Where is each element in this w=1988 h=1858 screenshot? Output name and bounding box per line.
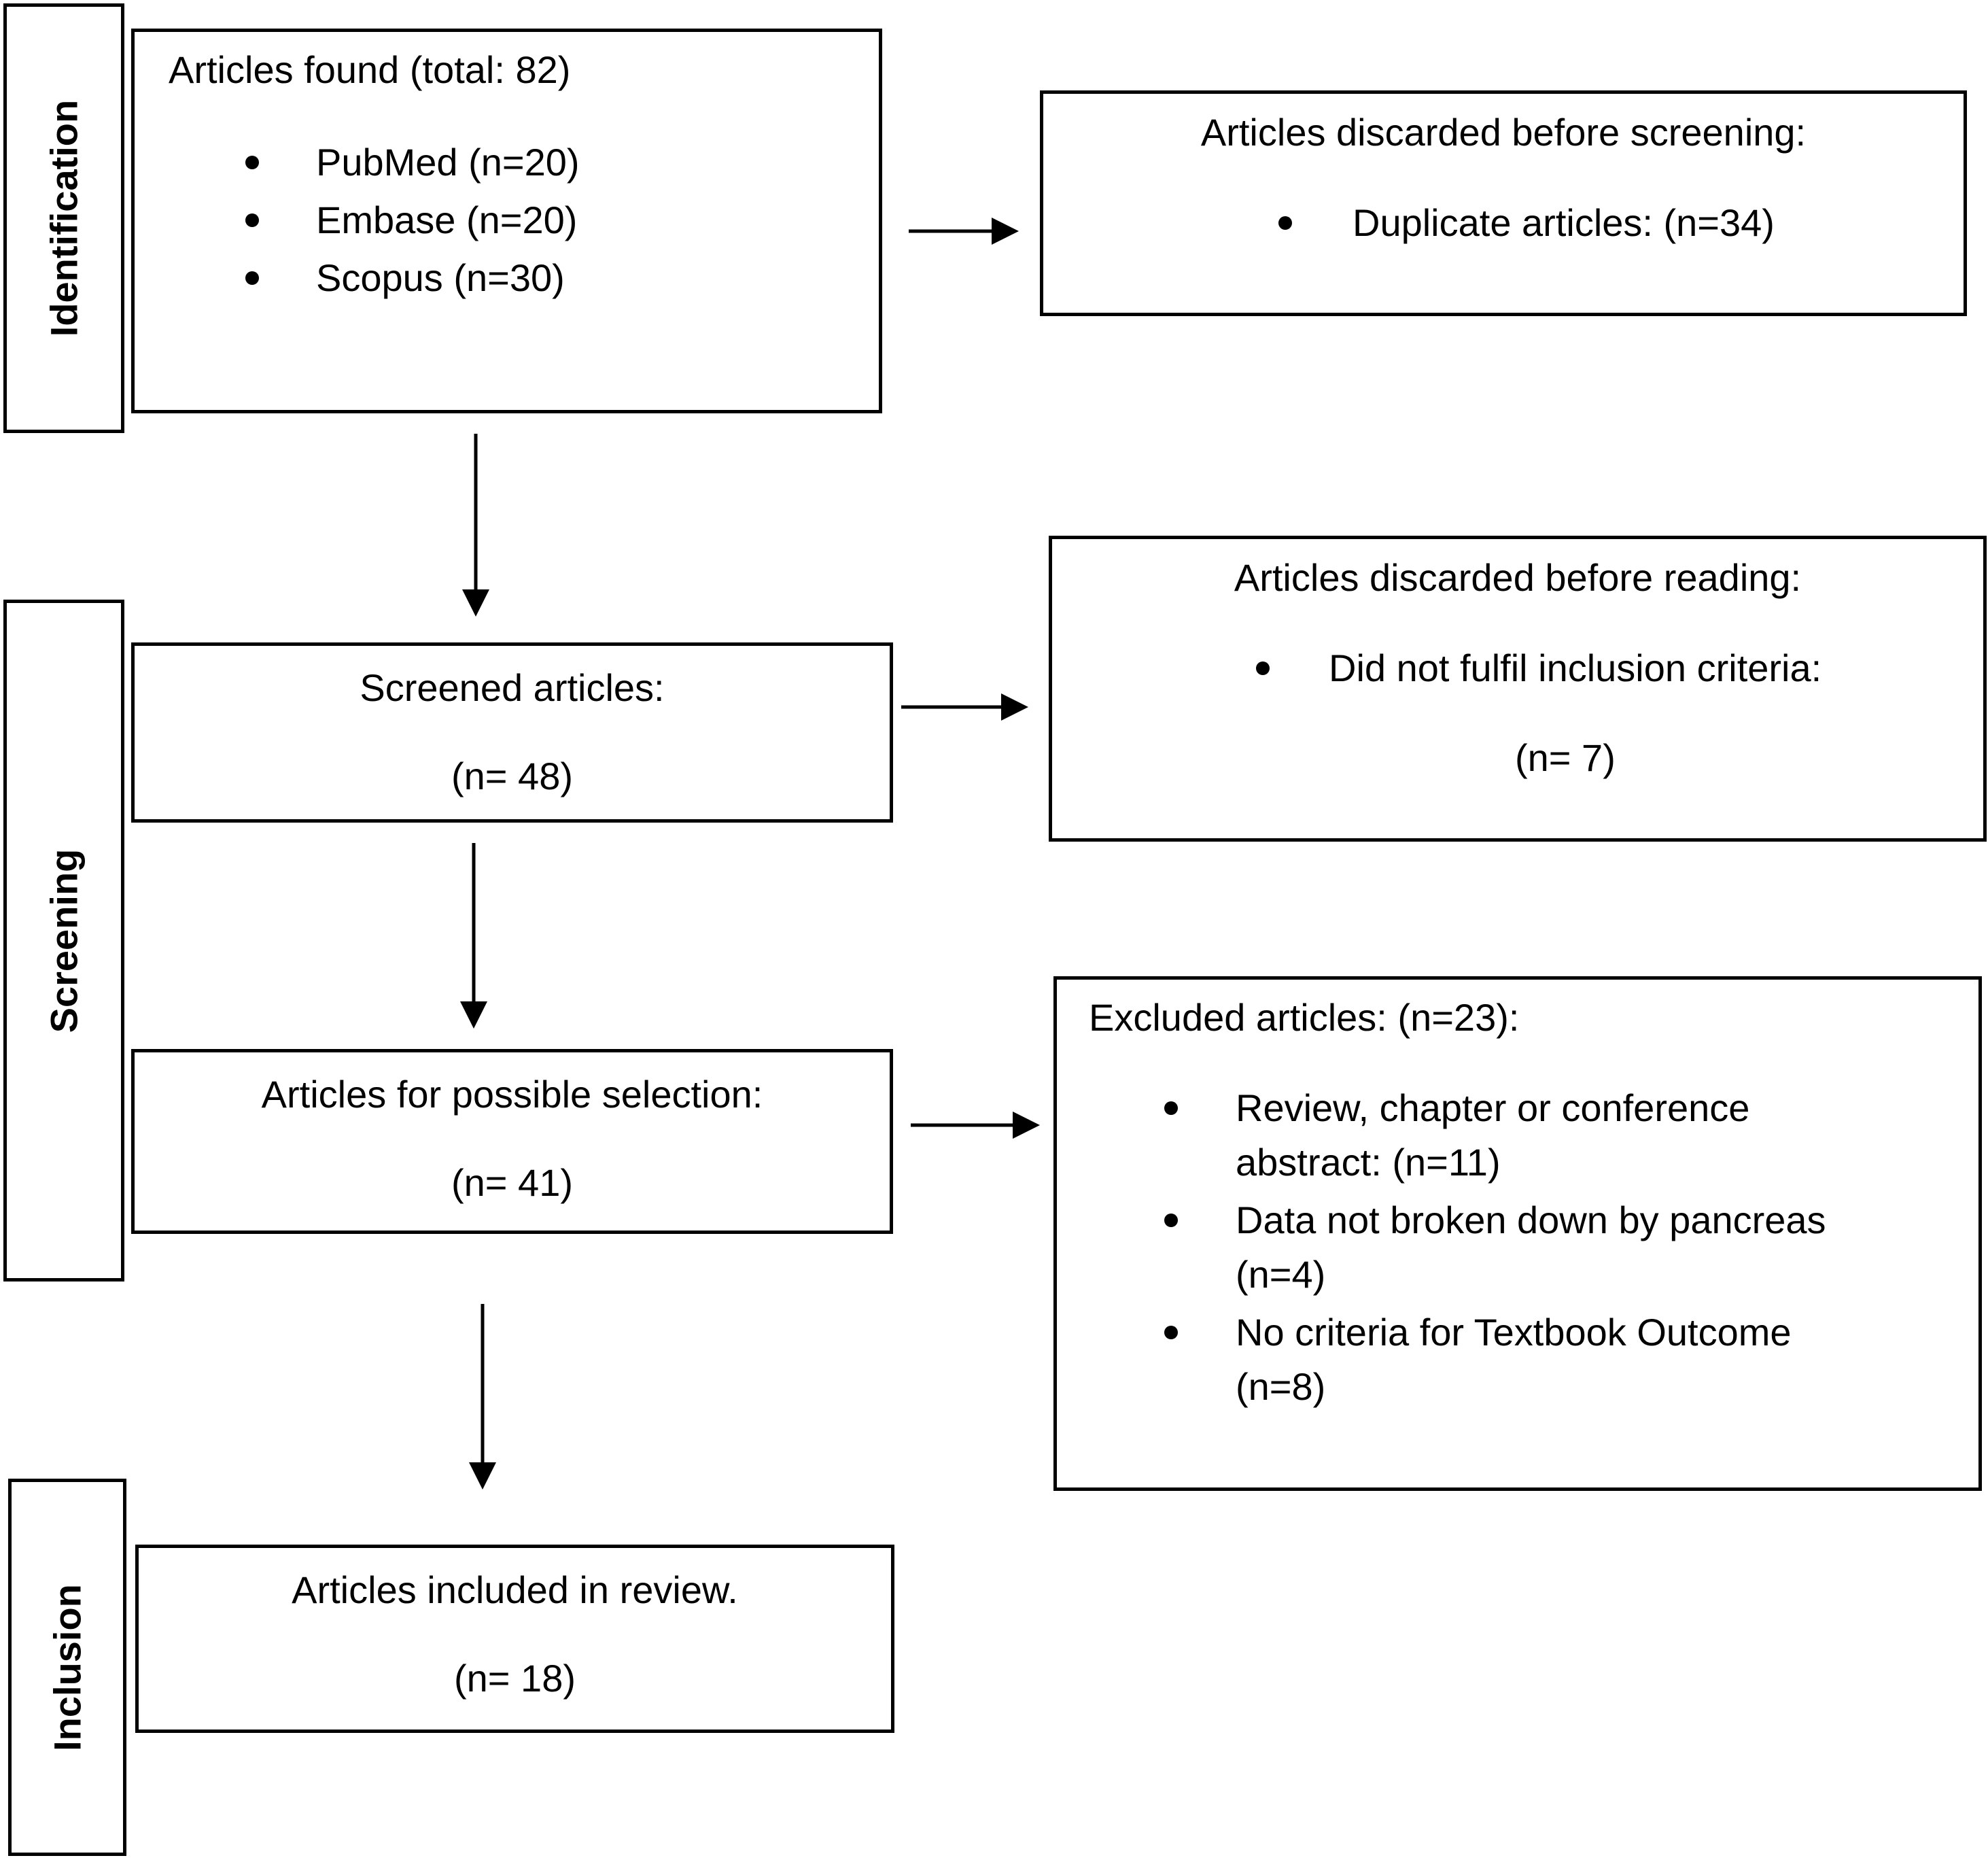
bullet bbox=[1278, 216, 1292, 230]
discarded-reading-list: Did not fulfil inclusion criteria: bbox=[1256, 647, 1821, 690]
articles-found-box: Articles found (total: 82) PubMed (n=20)… bbox=[131, 29, 882, 413]
discarded-screening-list: Duplicate articles: (n=34) bbox=[1278, 201, 1775, 245]
possible-selection-title: Articles for possible selection: bbox=[261, 1073, 763, 1116]
screened-articles-box: Screened articles: (n= 48) bbox=[131, 642, 893, 823]
bullet bbox=[245, 156, 259, 169]
discarded-reading-count: (n= 7) bbox=[1515, 736, 1616, 779]
articles-found-title: Articles found (total: 82) bbox=[169, 48, 571, 91]
exclusion-reason: Data not broken down by pancreas (n=4) bbox=[1164, 1199, 1826, 1311]
included-articles-box: Articles included in review. (n= 18) bbox=[135, 1545, 894, 1733]
stage-identification: Identification bbox=[3, 3, 124, 433]
exclusion-reason: No criteria for Textbook Outcome (n=8) bbox=[1164, 1311, 1826, 1423]
database-item: PubMed (n=20) bbox=[245, 141, 580, 199]
list-item: Duplicate articles: (n=34) bbox=[1278, 201, 1775, 245]
discarded-before-screening-box: Articles discarded before screening: Dup… bbox=[1040, 90, 1967, 316]
bullet bbox=[1164, 1101, 1178, 1115]
database-item: Embase (n=20) bbox=[245, 199, 580, 256]
discarded-before-screening-title: Articles discarded before screening: bbox=[1200, 111, 1807, 154]
stage-screening: Screening bbox=[3, 600, 124, 1281]
stage-inclusion: Inclusion bbox=[8, 1479, 126, 1856]
bullet bbox=[1164, 1214, 1178, 1227]
exclusion-reason: Review, chapter or conference abstract: … bbox=[1164, 1086, 1826, 1199]
excluded-articles-box: Excluded articles: (n=23): Review, chapt… bbox=[1053, 976, 1982, 1491]
bullet bbox=[1256, 661, 1270, 675]
excluded-articles-title: Excluded articles: (n=23): bbox=[1089, 996, 1520, 1039]
screened-articles-count: (n= 48) bbox=[451, 755, 573, 797]
screened-articles-title: Screened articles: bbox=[360, 666, 665, 709]
bullet bbox=[245, 213, 259, 227]
included-articles-count: (n= 18) bbox=[454, 1657, 576, 1700]
bullet bbox=[245, 271, 259, 285]
bullet bbox=[1164, 1326, 1178, 1339]
excluded-reasons-list: Review, chapter or conference abstract: … bbox=[1164, 1086, 1826, 1423]
included-articles-title: Articles included in review. bbox=[292, 1568, 738, 1611]
possible-selection-count: (n= 41) bbox=[451, 1161, 573, 1204]
discarded-before-reading-title: Articles discarded before reading: bbox=[1234, 556, 1802, 599]
possible-selection-box: Articles for possible selection: (n= 41) bbox=[131, 1049, 893, 1234]
list-item: Did not fulfil inclusion criteria: bbox=[1256, 647, 1821, 690]
database-item: Scopus (n=30) bbox=[245, 256, 580, 314]
discarded-before-reading-box: Articles discarded before reading: Did n… bbox=[1049, 536, 1987, 842]
database-list: PubMed (n=20) Embase (n=20) Scopus (n=30… bbox=[245, 141, 580, 314]
